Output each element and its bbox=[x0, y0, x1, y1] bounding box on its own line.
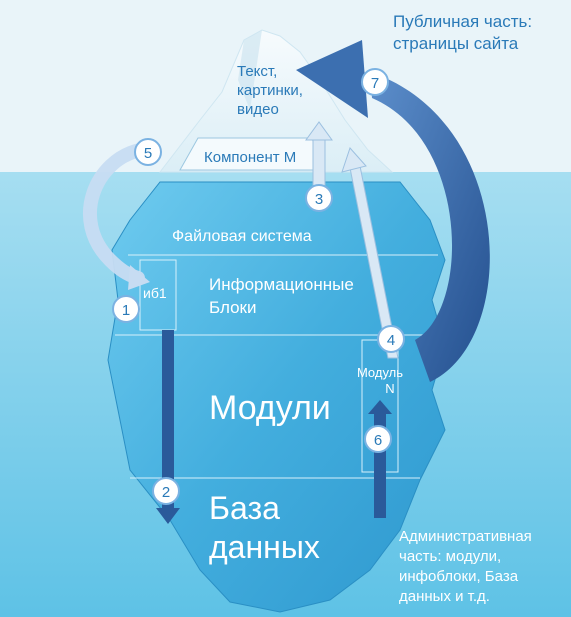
iblocks-label-line-2: Блоки bbox=[209, 298, 256, 317]
arrow-7 bbox=[370, 72, 490, 382]
step-badge-4: 4 bbox=[377, 325, 405, 353]
arrow-2 bbox=[162, 330, 174, 510]
iblock-short-label: иб1 bbox=[143, 285, 167, 301]
tip-text-line-1: Текст, bbox=[237, 63, 277, 80]
step-number-4: 4 bbox=[387, 332, 395, 349]
step-badge-1: 1 bbox=[112, 295, 140, 323]
step-number-1: 1 bbox=[122, 302, 130, 319]
component-label: Компонент М bbox=[204, 149, 296, 166]
iceberg-tip-shade bbox=[238, 30, 262, 110]
module-n-line-1: Модуль bbox=[357, 365, 403, 380]
iceberg-tip bbox=[158, 29, 394, 173]
iblock-box bbox=[139, 259, 177, 331]
iblocks-label-line-1: Информационные bbox=[209, 275, 354, 294]
arrow-5-head bbox=[128, 265, 150, 290]
step-number-5: 5 bbox=[144, 145, 152, 162]
admin-label-line-2: часть: модули, bbox=[399, 548, 501, 565]
filesystem-label: Файловая система bbox=[172, 228, 312, 245]
admin-label-line-4: данных и т.д. bbox=[399, 588, 490, 605]
arrow-3-head bbox=[305, 121, 333, 141]
arrow-5 bbox=[83, 143, 147, 285]
database-label-line-2: данных bbox=[209, 529, 320, 565]
arrow-6-head bbox=[368, 400, 392, 414]
step-number-7: 7 bbox=[371, 75, 379, 92]
step-badge-7: 7 bbox=[361, 68, 389, 96]
admin-label-line-1: Административная bbox=[399, 528, 532, 545]
public-label-line-2: страницы сайта bbox=[393, 34, 519, 53]
arrow-7-head bbox=[296, 40, 368, 118]
step-number-3: 3 bbox=[315, 191, 323, 208]
database-label-line-1: База bbox=[209, 490, 280, 526]
tip-text-line-3: видео bbox=[237, 101, 279, 118]
admin-label-line-3: инфоблоки, База bbox=[399, 568, 519, 585]
step-number-6: 6 bbox=[374, 432, 382, 449]
step-badge-3: 3 bbox=[305, 184, 333, 212]
modules-label: Модули bbox=[209, 389, 331, 427]
step-badge-5: 5 bbox=[134, 138, 162, 166]
step-number-2: 2 bbox=[162, 484, 170, 501]
module-n-line-2: N bbox=[385, 381, 394, 396]
arrow-2-head bbox=[156, 508, 180, 524]
step-badge-2: 2 bbox=[152, 477, 180, 505]
arrow-4-head bbox=[341, 147, 367, 173]
public-label-line-1: Публичная часть: bbox=[393, 12, 532, 31]
tip-text-line-2: картинки, bbox=[237, 82, 303, 99]
step-badge-6: 6 bbox=[364, 425, 392, 453]
iceberg-body bbox=[107, 181, 446, 613]
